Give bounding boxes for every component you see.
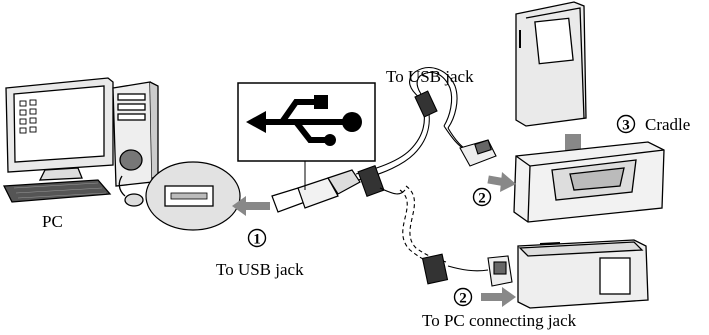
svg-text:2: 2 xyxy=(478,191,486,207)
connect-arrow-cradle xyxy=(487,172,516,192)
monitor-stand xyxy=(38,167,83,181)
cradle-connector xyxy=(459,139,497,167)
svg-text:3: 3 xyxy=(622,118,630,134)
keyboard xyxy=(2,179,112,203)
step-2-bottom-badge: 2 xyxy=(453,287,473,307)
connect-arrow-player xyxy=(481,287,516,307)
pc-illustration xyxy=(2,77,159,207)
step-3-badge: 3 xyxy=(616,114,636,134)
label-to-usb-jack-top: To USB jack xyxy=(386,67,474,86)
label-to-pc-connecting-jack: To PC connecting jack xyxy=(422,311,577,330)
desktop-icons xyxy=(19,99,37,134)
player-top xyxy=(515,1,587,127)
docking-cradle-icon xyxy=(513,141,665,223)
usb-plug xyxy=(271,169,361,213)
usb-cable xyxy=(355,67,471,267)
monitor-screen xyxy=(13,85,105,163)
label-to-usb-jack-bottom: To USB jack xyxy=(216,260,304,279)
usb-port-callout xyxy=(145,161,241,231)
step-1-badge: 1 xyxy=(247,228,267,248)
step-2-top-badge: 2 xyxy=(472,187,492,207)
usb-trident-icon xyxy=(237,82,376,162)
mouse xyxy=(124,193,144,207)
svg-text:2: 2 xyxy=(459,291,467,307)
player-connector xyxy=(421,253,513,287)
pc-label: PC xyxy=(42,212,63,231)
label-cradle: Cradle xyxy=(645,115,690,134)
svg-text:1: 1 xyxy=(253,232,261,248)
player-bottom xyxy=(517,239,649,309)
insert-arrow-port xyxy=(232,196,270,216)
